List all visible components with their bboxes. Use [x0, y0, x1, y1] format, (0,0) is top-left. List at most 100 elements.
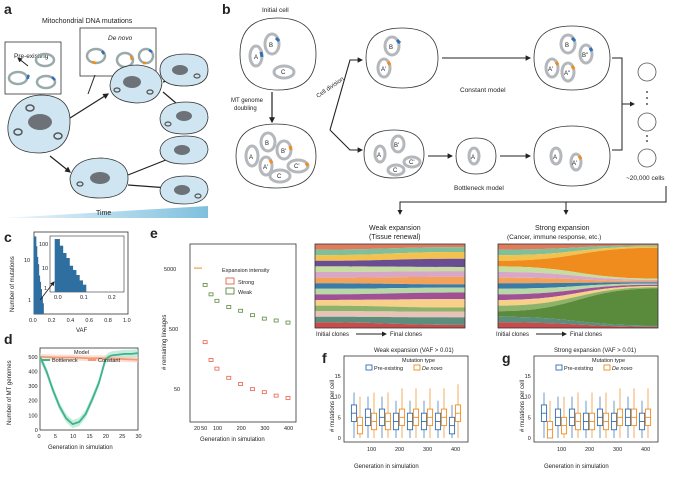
e-ytick-500: 500	[169, 327, 178, 333]
mt-label-c: C	[393, 168, 398, 174]
clone-stream	[315, 292, 465, 300]
mt-genome-icon	[259, 131, 277, 153]
d-ylabel: Number of MT genomes	[7, 360, 13, 425]
histogram-inset	[54, 239, 87, 292]
muller-frame	[497, 243, 659, 329]
box-ytick: 0	[528, 436, 531, 442]
box-xtick: 100	[557, 447, 566, 453]
mt-label-b2: B''	[582, 53, 588, 59]
clone-stream	[498, 288, 658, 326]
cell-gen2-1	[159, 53, 209, 87]
box-ytick: 15	[335, 374, 341, 380]
weak-expansion-sub: (Tissue renewal)	[369, 234, 420, 241]
mt-label-a2: A''	[564, 71, 570, 77]
panel-g: g Strong expansion (VAF > 0.01) Mutation…	[502, 348, 659, 470]
mt-genome-icon	[34, 52, 56, 68]
e-xtick: 200	[237, 426, 246, 432]
d-ytick: 200	[28, 399, 37, 405]
bottleneck-line	[39, 352, 139, 426]
c-ylabel: Number of mutations	[10, 256, 16, 312]
clone-stream	[498, 287, 658, 312]
e-xtick: 100	[213, 426, 222, 432]
box-xtick: 100	[367, 447, 376, 453]
denovo-label: De novo	[108, 35, 133, 42]
clone-stream	[315, 283, 465, 289]
mt-label-a: A	[553, 155, 557, 161]
e-point	[226, 305, 232, 309]
c-inset-xtick: 0.2	[108, 295, 116, 301]
e-xtick: 20	[194, 426, 200, 432]
c-xtick: 0.0	[29, 318, 37, 324]
inset-bar	[81, 284, 87, 292]
c-xtick: 1.0	[123, 318, 131, 324]
c-xtick: 0.2	[48, 318, 56, 324]
panel-b: b Initial cell A B C MT genome doubling …	[222, 1, 667, 338]
f-ylabel: # mutations per cell	[330, 380, 336, 432]
f-legend-pre-swatch	[365, 364, 373, 371]
e-point	[226, 375, 232, 380]
panel-g-axes	[533, 355, 659, 443]
e-point	[285, 320, 291, 325]
e-xlabel: Generation in simulation	[200, 437, 265, 443]
e-point	[261, 390, 267, 395]
cell-division-label: Cell division	[316, 76, 346, 99]
clone-stream	[315, 271, 465, 278]
box-ytick: 15	[525, 374, 531, 380]
hist-bar	[41, 303, 44, 314]
c-xlabel: VAF	[76, 328, 88, 334]
panel-e: e Expansion intensity Strong Weak 5000 5…	[150, 225, 297, 443]
clone-stream	[315, 244, 465, 250]
constant-model-label: Constant model	[460, 87, 506, 94]
cell-gen2-3	[159, 135, 209, 165]
g-legend-pre-swatch	[555, 364, 563, 371]
mt-label-a: A	[249, 155, 253, 161]
d-xtick: 25	[119, 434, 125, 440]
mt-label-c1: C'	[409, 160, 414, 166]
e-point	[273, 318, 279, 323]
cell-gen1-bottom	[69, 157, 129, 199]
panel-b-label: b	[222, 1, 231, 17]
d-legend-title: Model	[74, 350, 89, 356]
e-legend-weak: Weak	[238, 290, 252, 296]
c-inset-ytick: 10	[42, 266, 48, 272]
histogram-main	[33, 236, 44, 314]
e-point	[202, 340, 208, 345]
e-ylabel: # remaining lineages	[162, 315, 168, 370]
mt-label-b: B	[565, 43, 569, 49]
clone-stream	[315, 266, 465, 272]
clone-stream	[498, 284, 658, 300]
mt-label-b: B	[389, 45, 393, 51]
clone-stream	[498, 272, 658, 282]
mt-label-a1: A'	[572, 161, 577, 167]
cell-gen0	[7, 94, 71, 154]
box-xtick: 400	[641, 447, 650, 453]
clone-stream	[315, 276, 465, 285]
strong-expansion-title: Strong expansion	[535, 225, 590, 232]
panel-f: f Weak expansion (VAF > 0.01) Mutation t…	[322, 348, 469, 470]
clone-stream	[498, 244, 658, 250]
e-xtick: 300	[260, 426, 269, 432]
clone-stream	[315, 258, 465, 268]
mt-genome-label: MT genome	[231, 98, 264, 104]
panel-e-label: e	[150, 225, 158, 241]
box-xtick: 300	[613, 447, 622, 453]
e-point	[261, 316, 267, 321]
f-legend-denovo-swatch	[413, 364, 421, 371]
doubled-cell	[235, 123, 317, 189]
time-label: Time	[96, 210, 111, 217]
clone-stream	[498, 283, 658, 295]
e-ytick-50: 50	[174, 387, 180, 393]
clone-stream	[498, 247, 658, 279]
preexisting-label: Pre-existing	[14, 53, 49, 60]
cell-gen2-2	[159, 101, 209, 135]
inset-bar	[58, 245, 64, 292]
d-legend-bottleneck: Bottleneck	[52, 358, 78, 364]
e-xtick: 50	[201, 426, 207, 432]
mt-genome-icon	[272, 64, 296, 80]
cells-count-label: ~20,000 cells	[626, 175, 665, 182]
muller-plot-strong	[497, 243, 659, 329]
e-point	[208, 292, 214, 297]
panel-f-label: f	[322, 350, 327, 366]
